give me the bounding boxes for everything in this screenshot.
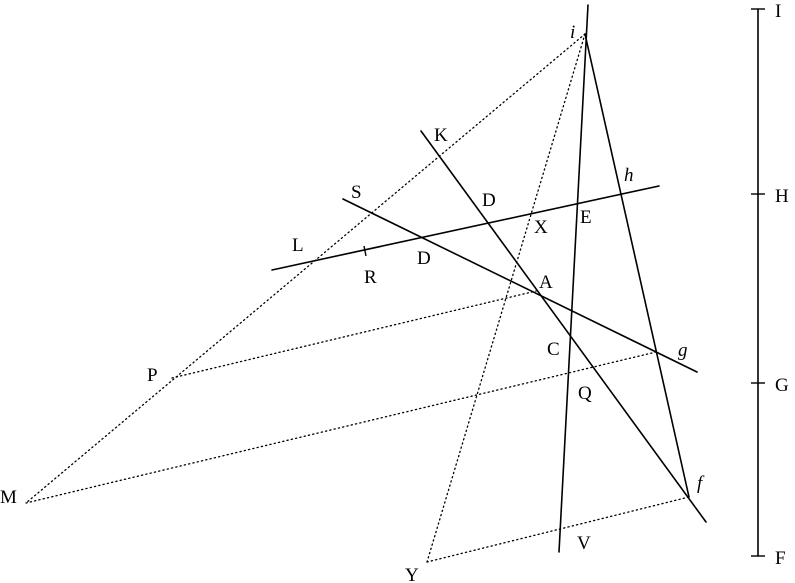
label-G: G: [775, 375, 789, 396]
line-vertical-through-E-C-V: [558, 4, 589, 553]
label-h: h: [624, 165, 634, 186]
label-F: F: [775, 548, 786, 569]
label-H: H: [775, 186, 789, 207]
label-C: C: [547, 339, 560, 360]
line-L-through-D-E-h: [271, 185, 660, 271]
label-E: E: [580, 207, 592, 228]
label-P: P: [147, 365, 158, 386]
dotted-P-to-A: [171, 290, 537, 379]
tick-R: [363, 245, 367, 257]
label-g: g: [678, 340, 688, 361]
dotted-Y-to-f: [426, 496, 690, 563]
label-i: i: [570, 22, 575, 43]
label-Y: Y: [405, 565, 419, 583]
line-i-to-f: [584, 33, 690, 498]
label-K: K: [434, 125, 448, 146]
dotted-i-to-Y: [426, 33, 586, 563]
label-D-lower: D: [417, 248, 431, 269]
label-I: I: [775, 1, 781, 22]
label-R: R: [364, 267, 377, 288]
dotted-i-to-M: [25, 33, 586, 504]
label-Q: Q: [578, 383, 592, 404]
label-X: X: [534, 217, 548, 238]
dotted-M-to-g: [25, 351, 657, 504]
label-S: S: [351, 182, 362, 203]
line-S-through-A-g: [342, 198, 698, 373]
label-L: L: [292, 235, 304, 256]
line-K-through-A-C-Q: [420, 130, 707, 523]
label-D-upper: D: [482, 190, 496, 211]
label-A: A: [539, 272, 553, 293]
label-M: M: [0, 487, 17, 508]
label-V: V: [577, 533, 591, 554]
label-f: f: [697, 473, 705, 494]
